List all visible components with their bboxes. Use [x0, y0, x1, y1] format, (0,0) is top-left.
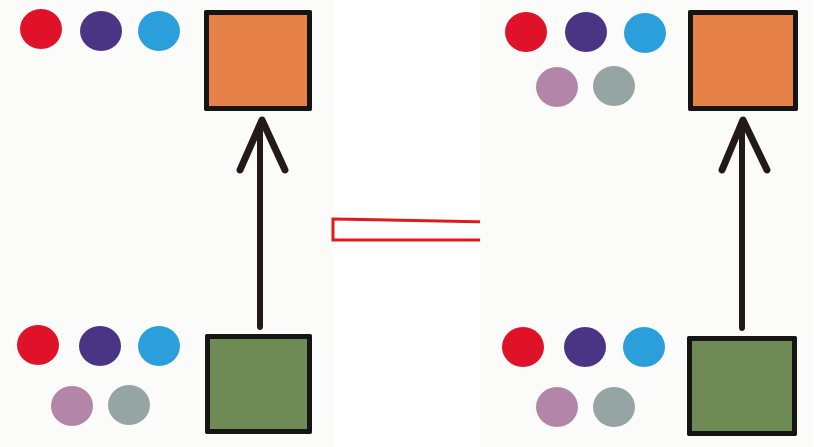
before-panel — [0, 0, 333, 447]
after-source-dot-slate — [593, 387, 635, 427]
after-target-dot-sky — [624, 13, 666, 53]
after-source-box — [687, 336, 797, 436]
before-arrow-shaft — [257, 128, 263, 330]
before-target-box — [204, 10, 312, 111]
after-source-dot-sky — [623, 327, 665, 367]
after-arrow-head — [718, 116, 771, 174]
after-source-dot-red — [502, 327, 544, 367]
before-source-dot-sky — [138, 326, 180, 366]
before-source-box — [205, 334, 312, 434]
before-target-dot-sky — [138, 11, 180, 51]
after-source-dot-indigo — [564, 327, 606, 367]
before-target-dot-indigo — [80, 11, 122, 51]
after-arrow-shaft — [739, 128, 745, 331]
after-source-dot-mauve — [536, 387, 578, 427]
before-target-dot-red — [20, 9, 62, 49]
after-target-box — [688, 10, 798, 111]
before-source-dot-mauve — [51, 386, 93, 426]
after-target-dot-red — [505, 12, 547, 52]
before-source-dot-slate — [108, 385, 150, 425]
before-arrow-head — [236, 116, 289, 174]
after-panel — [480, 0, 813, 447]
before-source-dot-indigo — [79, 326, 121, 366]
after-target-dot-slate — [593, 66, 635, 106]
after-target-dot-mauve — [536, 67, 578, 107]
after-target-dot-indigo — [565, 12, 607, 52]
before-source-dot-red — [17, 325, 59, 365]
